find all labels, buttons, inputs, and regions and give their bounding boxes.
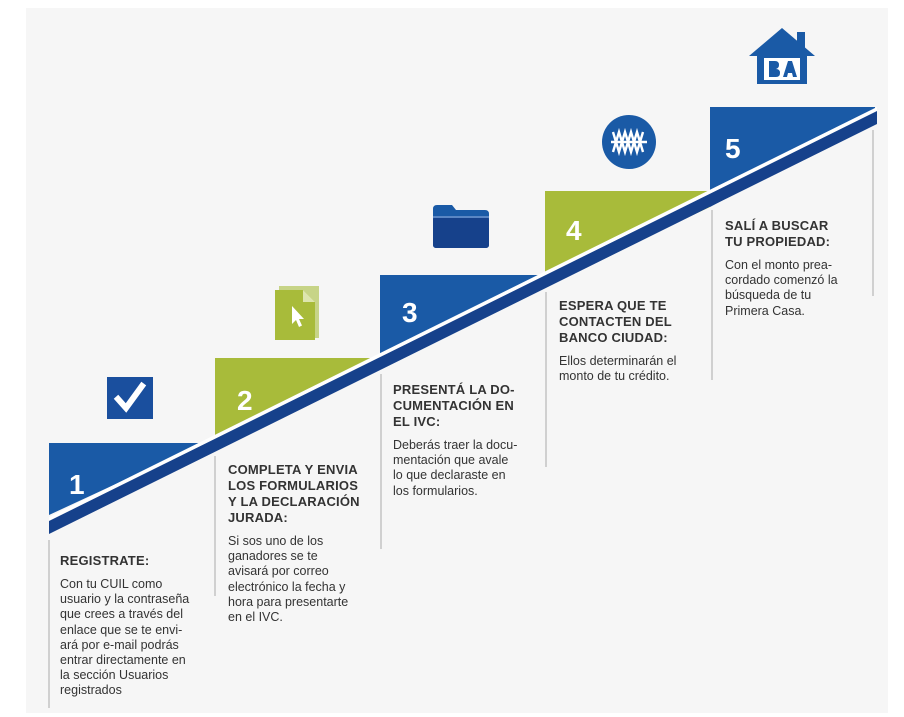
step-4-number: 4 [566, 215, 582, 246]
step-3-description: PRESENTÁ LA DO- CUMENTACIÓN EN EL IVC: D… [393, 382, 543, 499]
step-5-number: 5 [725, 133, 741, 164]
diagonal-ramp [49, 110, 877, 534]
divider-line-2 [214, 456, 216, 596]
diagonal-highlight [49, 107, 877, 521]
folder-icon [432, 203, 490, 254]
house-ba-icon [747, 26, 817, 93]
step-3-title: PRESENTÁ LA DO- CUMENTACIÓN EN EL IVC: [393, 382, 515, 429]
divider-line-3 [380, 374, 382, 549]
step-2-title: COMPLETA Y ENVIA LOS FORMULARIOS Y LA DE… [228, 462, 360, 525]
step-4-description: ESPERA QUE TE CONTACTEN DEL BANCO CIUDAD… [559, 298, 709, 384]
divider-line-5 [711, 210, 713, 380]
step-5-body: Con el monto prea- cordado comenzó la bú… [725, 258, 838, 318]
step-5-title: SALÍ A BUSCAR TU PROPIEDAD: [725, 218, 831, 249]
divider-line-1 [48, 540, 50, 708]
step-1-description: REGISTRATE: Con tu CUIL como usuario y l… [60, 553, 210, 699]
divider-line-6 [872, 130, 874, 296]
step-2-body: Si sos uno de los ganadores se te avisar… [228, 534, 349, 625]
step-1-title: REGISTRATE: [60, 553, 150, 568]
divider-line-4 [545, 292, 547, 467]
bank-ciudad-logo-icon [601, 114, 657, 175]
step-1-number: 1 [69, 469, 85, 500]
step-3-body: Deberás traer la docu- mentación que ava… [393, 438, 518, 498]
step-4-title: ESPERA QUE TE CONTACTEN DEL BANCO CIUDAD… [559, 298, 672, 345]
checkmark-icon [107, 377, 153, 424]
step-1-body: Con tu CUIL como usuario y la contraseña… [60, 577, 190, 698]
step-2-number: 2 [237, 385, 253, 416]
step-4-body: Ellos determinarán el monto de tu crédit… [559, 354, 677, 384]
step-3-number: 3 [402, 297, 418, 328]
step-2-description: COMPLETA Y ENVIA LOS FORMULARIOS Y LA DE… [228, 462, 378, 625]
document-cursor-icon [273, 284, 321, 347]
step-5-description: SALÍ A BUSCAR TU PROPIEDAD: Con el monto… [725, 218, 870, 319]
